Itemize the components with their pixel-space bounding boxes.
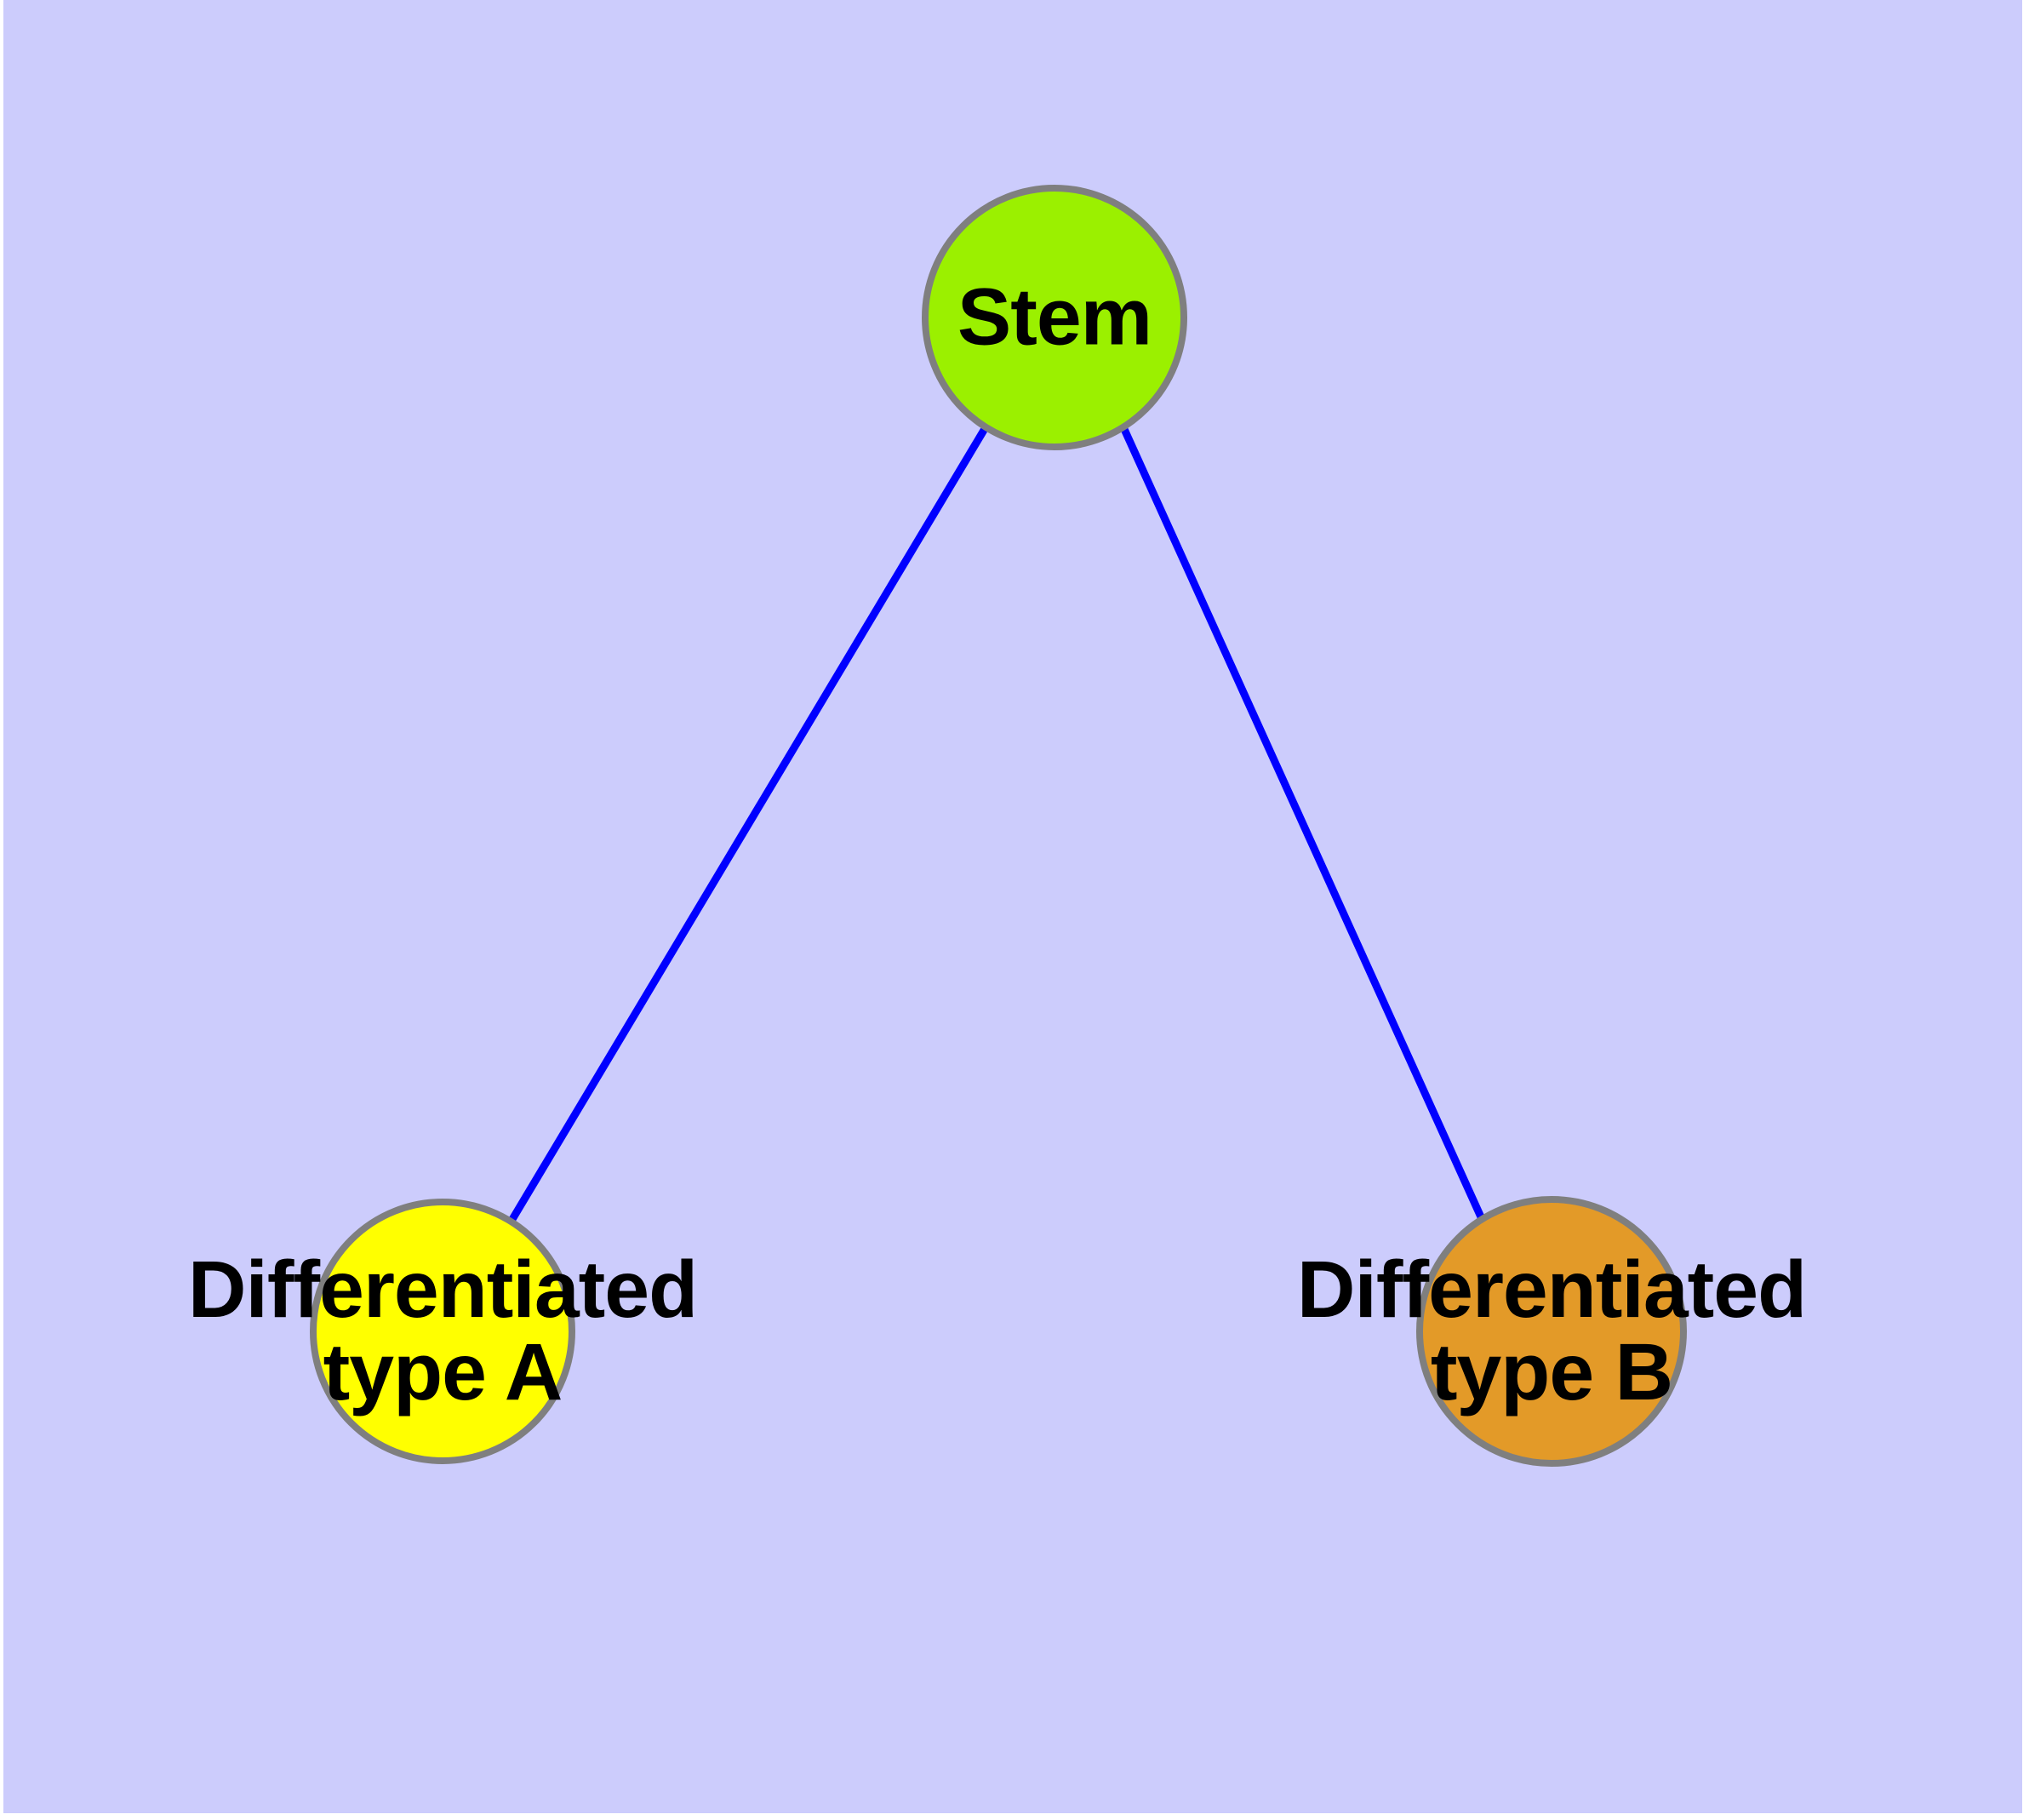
node-stem[interactable] <box>922 185 1187 450</box>
node-differentiated-type-a[interactable] <box>310 1199 575 1464</box>
node-differentiated-type-b[interactable] <box>1416 1196 1687 1467</box>
edge-stem-to-diff-b <box>1119 426 1487 1222</box>
edge-stem-to-diff-a <box>508 425 989 1223</box>
